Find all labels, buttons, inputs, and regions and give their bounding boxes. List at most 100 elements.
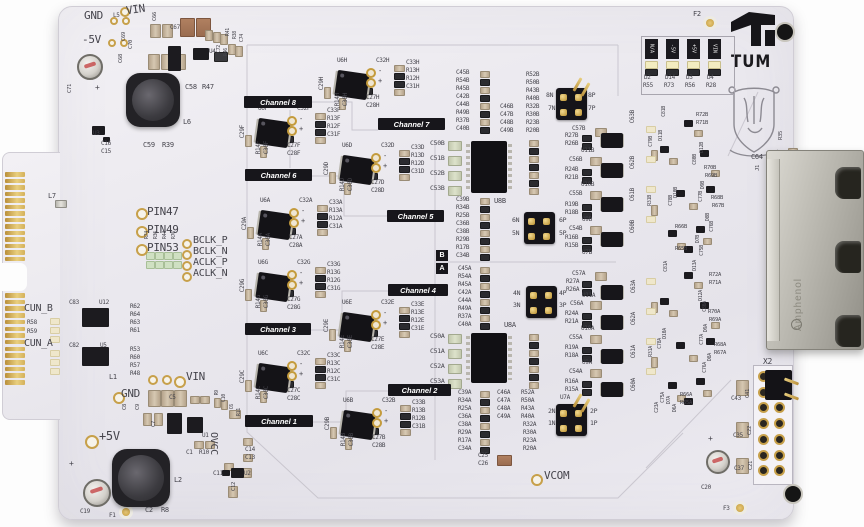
silkscreen-label: R11 [236,408,242,417]
pad [529,172,539,179]
gold-finger [5,237,25,242]
resistor [582,347,592,354]
silkscreen-label: C47A [497,397,511,404]
silkscreen-label: C47B [500,111,514,118]
silkscreen-label: C51B [430,154,445,162]
silkscreen-label: C33A [329,199,343,206]
silkscreen-label: C2 [145,506,153,514]
silkscreen-label: R71A [709,280,722,286]
silkscreen-label: BCLK_N [193,246,228,257]
silkscreen-label: C68 [118,54,124,64]
silkscreen-label: C28D [371,187,385,194]
silkscreen-label: C27D [371,179,385,186]
silkscreen-label: R66A [680,392,693,398]
soic-ic [601,382,623,397]
passive-component [317,205,328,212]
silkscreen-label: R12A [329,215,343,222]
pad [50,368,60,375]
via [287,371,297,381]
led [645,61,658,69]
silkscreen-label: R13F [327,115,341,122]
silkscreen-label: D12B [699,142,705,153]
gold-finger [5,172,25,177]
silkscreen-label: R43B [526,87,540,94]
silkscreen-label: X2 [763,357,773,366]
silkscreen-label: C9 [135,404,141,411]
silkscreen-label: C28A [289,242,303,249]
pad [480,423,490,430]
silkscreen-label: C32G [297,259,311,266]
capacitor [448,334,462,344]
silkscreen-label: R68A [714,342,727,348]
silkscreen-label: D7B [695,235,701,244]
silkscreen-label: C59 [143,141,155,149]
led-banner: VIN [708,39,721,59]
silkscreen-label: L1 [109,373,117,381]
silkscreen-label: C40B [456,125,470,132]
fiducial [706,19,714,27]
pad [480,127,490,134]
pad [646,278,656,285]
gold-finger [5,313,25,318]
small-component [696,226,705,233]
pad [529,148,539,155]
silkscreen-label: R15A [565,386,579,393]
channel-label: Channel 4 [388,284,448,296]
silkscreen-label: R19B [565,201,579,208]
pad [480,198,490,205]
gold-finger [5,299,25,305]
gold-finger [5,366,25,372]
silkscreen-label: F3 [723,505,730,512]
silkscreen-label: R34B [456,204,470,211]
silkscreen-label: R65B [675,246,688,252]
silkscreen-label: C34B [456,252,470,259]
silkscreen-label: CUN_B [24,303,53,314]
capacitor [55,200,67,208]
silkscreen-label: C21 [748,461,754,471]
pad [480,275,490,282]
gold-finger [5,360,25,365]
silkscreen-label: R12H [406,75,420,82]
header-pin [543,233,550,240]
silkscreen-label: C32D [381,142,395,149]
silkscreen-label: C29H [318,77,325,91]
silkscreen-label: R61 [130,327,140,334]
capacitor [245,289,252,301]
pad [480,299,490,306]
silkscreen-label: R12B [412,415,426,422]
adc-ic [466,141,512,193]
pad [480,315,490,322]
passive-component [399,166,410,173]
silkscreen-label: R32A [523,421,537,428]
silkscreen-label: C75A [660,392,666,403]
pad [480,103,490,110]
capacitor [329,172,336,184]
silkscreen-label: R30A [523,429,537,436]
inductor-core [132,79,174,121]
silkscreen-label: C30G [263,295,270,309]
fiducial [736,504,744,512]
silkscreen-label: R19A [565,344,579,351]
passive-component [400,405,411,412]
silkscreen-label: C67 [170,24,180,31]
via [372,408,382,418]
silkscreen-label: R24A [565,310,579,317]
passive-component [394,65,405,72]
silkscreen-label: R50A [521,397,535,404]
via [287,126,297,136]
passive-component [399,323,410,330]
silkscreen-label: R23B [526,119,540,126]
silkscreen-label: R8 [161,506,169,514]
silkscreen-label: C63A [630,280,637,294]
silkscreen-label: R73 [664,82,674,89]
silkscreen-label: PIN47 [147,205,179,218]
silkscreen-label: C38B [456,228,470,235]
silkscreen-label: ACLK_P [193,257,228,268]
silkscreen-label: + [383,319,387,327]
tum-wordmark: TUM [731,50,772,72]
gold-finger [5,230,25,235]
via [289,218,299,228]
pad [480,95,490,102]
silkscreen-label: R27A [566,278,580,285]
silkscreen-label: R48 [130,370,140,377]
